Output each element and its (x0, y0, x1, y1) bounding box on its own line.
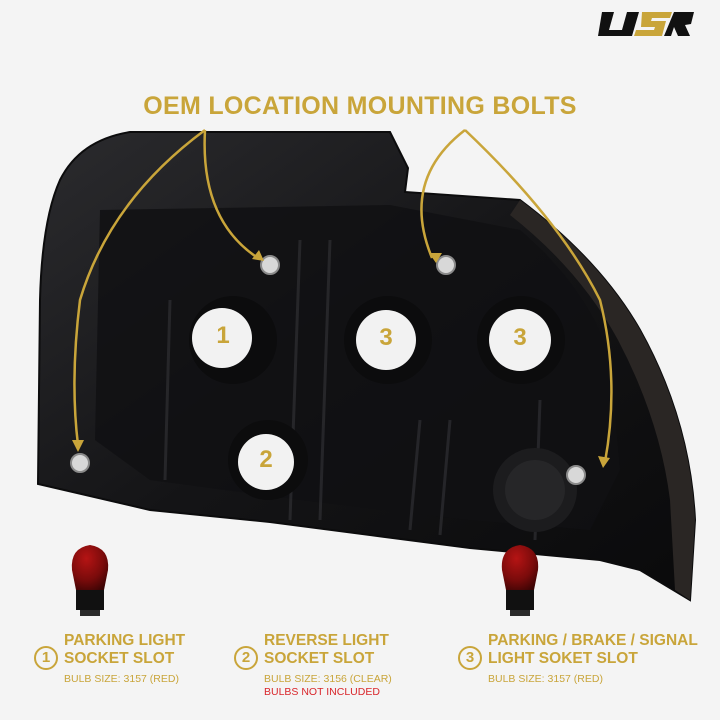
legend-number-circle: 3 (458, 646, 482, 670)
legend-title: PARKING / BRAKE / SIGNAL LIGHT SOKET SLO… (488, 632, 698, 668)
legend-title-line1: PARKING / BRAKE / SIGNAL (488, 632, 698, 649)
legend-title-line1: REVERSE LIGHT (264, 632, 389, 649)
legend-title-line1: PARKING LIGHT (64, 632, 186, 649)
bulb-size-text: BULB SIZE: 3157 (RED) (64, 673, 179, 685)
mounting-bolts-headline: OEM LOCATION MOUNTING BOLTS (143, 92, 577, 120)
mounting-bolts (70, 255, 586, 485)
bolt-right-upper (436, 255, 456, 275)
bolt-left-lower (70, 453, 90, 473)
bulb-size-text: BULB SIZE: 3156 (CLEAR) (264, 673, 392, 685)
brand-logo (596, 8, 696, 45)
bulbs-not-included-note: BULBS NOT INCLUDED (264, 686, 380, 698)
legend-title-line2: SOCKET SLOT (264, 650, 375, 667)
socket-marker-3b: 3 (513, 324, 527, 351)
bolt-left-upper (260, 255, 280, 275)
bolt-right-lower (566, 465, 586, 485)
socket-marker-2: 2 (259, 446, 273, 473)
bulb-icon-3 (501, 545, 539, 616)
legend-number-circle: 2 (234, 646, 258, 670)
bulb-icon-1 (71, 545, 109, 616)
legend-title: PARKING LIGHT SOCKET SLOT (64, 632, 185, 668)
socket-marker-3a: 3 (379, 324, 393, 351)
gasket-edge (510, 200, 695, 600)
socket-marker-1: 1 (216, 322, 230, 349)
legend-number-circle: 1 (34, 646, 58, 670)
legend-title-line2: LIGHT SOKET SLOT (488, 650, 638, 667)
socket-openings (189, 296, 577, 532)
bolt-callout-arrows (73, 128, 613, 463)
legend-title-line2: SOCKET SLOT (64, 650, 175, 667)
bulb-size-text: BULB SIZE: 3157 (RED) (488, 673, 603, 685)
usr-logo-icon (598, 12, 694, 36)
arrow-heads (72, 250, 610, 468)
legend-title: REVERSE LIGHT SOCKET SLOT (264, 632, 389, 668)
